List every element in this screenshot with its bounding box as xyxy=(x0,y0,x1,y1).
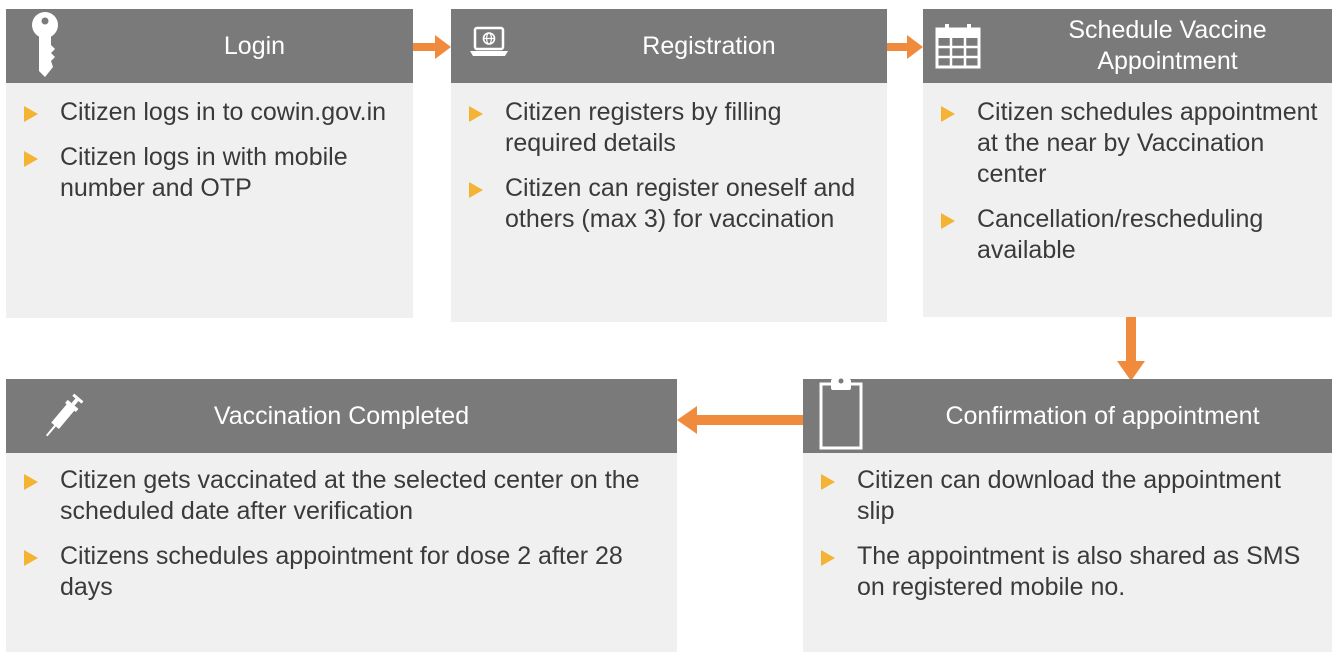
step-title-registration: Registration xyxy=(642,31,776,60)
step-card-vaccination: Vaccination Completed Citizen gets vacci… xyxy=(6,379,677,652)
arrow-connector-login-registration xyxy=(413,35,451,59)
bullet-arrow-icon xyxy=(821,550,835,566)
list-item: Citizen can download the appointment sli… xyxy=(821,465,1301,527)
bullet-arrow-icon xyxy=(941,106,955,122)
step-card-confirmation: Confirmation of appointment Citizen can … xyxy=(803,378,1332,652)
bullet-arrow-icon xyxy=(24,106,38,122)
bullet-arrow-icon xyxy=(24,550,38,566)
calendar-icon xyxy=(935,23,981,69)
clipboard-icon xyxy=(819,374,863,454)
bullet-arrow-icon xyxy=(24,474,38,490)
step-header-confirmation: Confirmation of appointment xyxy=(803,378,1332,453)
list-item: Citizen logs in with mobile number and O… xyxy=(24,142,404,204)
step-bullets-registration: Citizen registers by filling required de… xyxy=(469,97,879,249)
step-header-vaccination: Vaccination Completed xyxy=(6,379,677,453)
step-bullets-vaccination: Citizen gets vaccinated at the selected … xyxy=(24,465,664,617)
step-title-schedule: Schedule Vaccine Appointment xyxy=(1068,16,1267,75)
syringe-icon xyxy=(32,388,92,444)
bullet-arrow-icon xyxy=(821,474,835,490)
step-card-login: Login Citizen logs in to cowin.gov.in Ci… xyxy=(6,9,413,318)
list-item: Citizen logs in to cowin.gov.in xyxy=(24,97,404,128)
list-item: Cancellation/rescheduling available xyxy=(941,204,1326,266)
step-title-confirmation: Confirmation of appointment xyxy=(945,401,1260,430)
arrow-connector-confirmation-vaccination xyxy=(677,406,803,434)
list-item: The appointment is also shared as SMS on… xyxy=(821,541,1301,603)
step-title-login: Login xyxy=(223,31,286,60)
list-item: Citizen schedules appointment at the nea… xyxy=(941,97,1326,190)
step-header-schedule: Schedule Vaccine Appointment xyxy=(923,9,1332,83)
step-header-login: Login xyxy=(6,9,413,83)
step-header-registration: Registration xyxy=(451,9,887,83)
arrow-connector-registration-schedule xyxy=(887,35,923,59)
arrow-connector-schedule-confirmation xyxy=(1117,317,1145,381)
list-item: Citizens schedules appointment for dose … xyxy=(24,541,664,603)
bullet-arrow-icon xyxy=(469,182,483,198)
list-item: Citizen registers by filling required de… xyxy=(469,97,879,159)
step-bullets-confirmation: Citizen can download the appointment sli… xyxy=(821,465,1301,617)
laptop-globe-icon xyxy=(469,26,509,58)
bullet-arrow-icon xyxy=(469,106,483,122)
step-card-schedule: Schedule Vaccine Appointment Citizen sch… xyxy=(923,9,1332,317)
list-item: Citizen gets vaccinated at the selected … xyxy=(24,465,664,527)
step-title-vaccination: Vaccination Completed xyxy=(213,401,470,430)
step-bullets-schedule: Citizen schedules appointment at the nea… xyxy=(941,97,1326,280)
key-icon xyxy=(28,11,62,81)
list-item: Citizen can register oneself and others … xyxy=(469,173,879,235)
step-bullets-login: Citizen logs in to cowin.gov.in Citizen … xyxy=(24,97,404,218)
step-card-registration: Registration Citizen registers by fillin… xyxy=(451,9,887,322)
bullet-arrow-icon xyxy=(941,213,955,229)
bullet-arrow-icon xyxy=(24,151,38,167)
